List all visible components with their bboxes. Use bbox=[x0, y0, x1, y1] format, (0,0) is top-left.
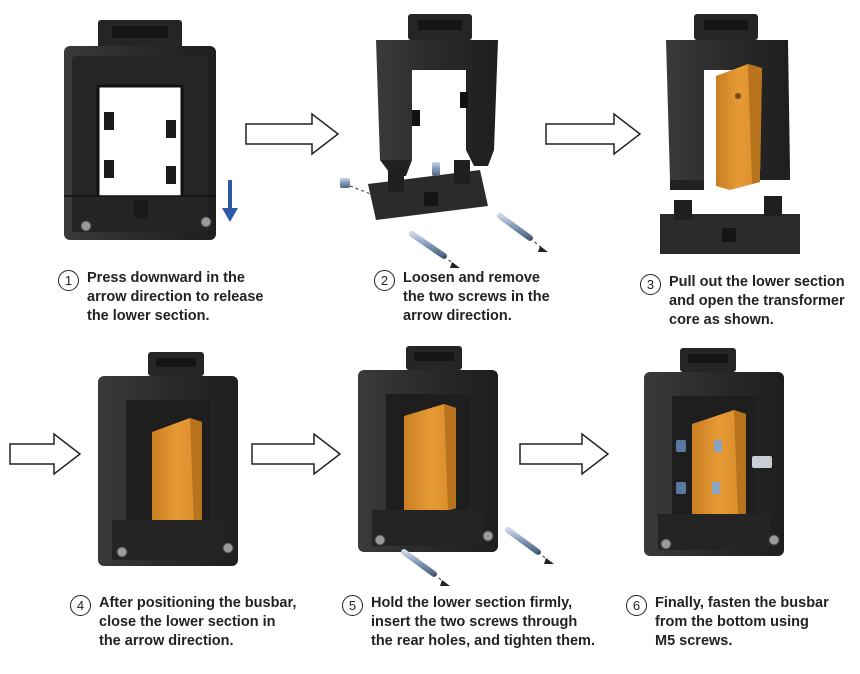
step-number: 2 bbox=[374, 270, 395, 291]
caption-line: the arrow direction. bbox=[99, 633, 234, 649]
caption-line: arrow direction to release bbox=[87, 289, 264, 305]
step6-m5-bolts bbox=[676, 440, 772, 494]
caption-line: After positioning the busbar, bbox=[99, 595, 297, 611]
caption-line: Loosen and remove bbox=[403, 270, 540, 286]
step5-screws bbox=[401, 527, 554, 586]
caption-line: the lower section. bbox=[87, 308, 210, 324]
caption-line: close the lower section in bbox=[99, 614, 276, 630]
caption-line: M5 screws. bbox=[655, 633, 733, 649]
caption-line: from the bottom using bbox=[655, 614, 809, 630]
step3-lower-section bbox=[660, 196, 800, 254]
step-number: 4 bbox=[70, 595, 91, 616]
step-5-caption: 5 Hold the lower section firmly, insert … bbox=[342, 594, 595, 651]
caption-line: Press downward in the bbox=[87, 270, 245, 286]
step2-lower-section bbox=[368, 160, 488, 220]
caption-line: core as shown. bbox=[669, 312, 774, 328]
press-down-arrow bbox=[222, 180, 238, 222]
caption-line: arrow direction. bbox=[403, 308, 512, 324]
step4-transformer bbox=[98, 352, 238, 566]
step2-screws bbox=[340, 162, 548, 268]
caption-line: Hold the lower section firmly, bbox=[371, 595, 573, 611]
step-2-caption: 2 Loosen and remove the two screws in th… bbox=[374, 269, 603, 326]
caption-line: the two screws in the bbox=[403, 289, 550, 305]
process-arrow bbox=[251, 432, 342, 476]
caption-line: the rear holes, and tighten them. bbox=[371, 633, 595, 649]
caption-line: insert the two screws through bbox=[371, 614, 578, 630]
step-6-caption: 6 Finally, fasten the busbar from the bo… bbox=[626, 594, 855, 651]
step-number: 5 bbox=[342, 595, 363, 616]
caption-line: and open the transformer bbox=[669, 293, 845, 309]
step-3-caption: 3 Pull out the lower section and open th… bbox=[640, 273, 860, 330]
step5-transformer bbox=[358, 346, 498, 552]
process-arrow bbox=[519, 432, 610, 476]
step-4-caption: 4 After positioning the busbar, close th… bbox=[70, 594, 299, 651]
step1-transformer bbox=[64, 20, 216, 240]
step-number: 1 bbox=[58, 270, 79, 291]
process-arrow bbox=[545, 112, 642, 156]
step3-transformer-top bbox=[666, 14, 790, 190]
step6-transformer bbox=[644, 348, 784, 556]
caption-line: Finally, fasten the busbar bbox=[655, 595, 829, 611]
step2-transformer-top bbox=[376, 14, 498, 176]
step-1-caption: 1 Press downward in the arrow direction … bbox=[58, 269, 287, 326]
caption-line: Pull out the lower section bbox=[669, 274, 845, 290]
step-number: 3 bbox=[640, 274, 661, 295]
step-number: 6 bbox=[626, 595, 647, 616]
process-arrow bbox=[245, 112, 340, 156]
process-arrow bbox=[9, 432, 82, 476]
